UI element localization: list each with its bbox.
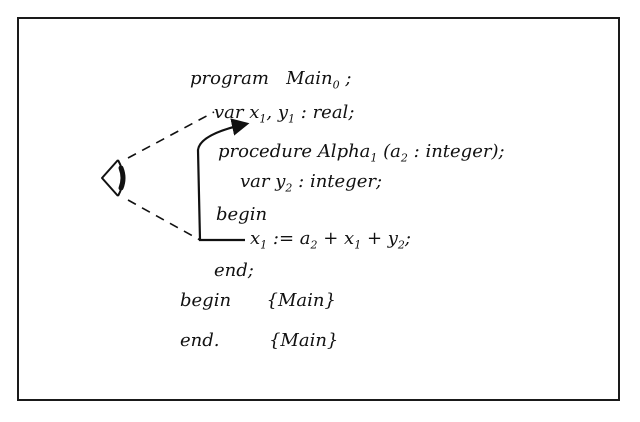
inner-begin-keyword: begin — [216, 204, 268, 225]
inner-begin-line: begin — [216, 206, 267, 224]
var-y: y — [277, 102, 289, 123]
assign-plus-x: + x — [323, 228, 355, 249]
procedure-param-subscript: 2 — [400, 151, 408, 165]
var-y-subscript: 1 — [288, 112, 296, 126]
sight-line-lower — [127, 199, 201, 241]
procedure-param-open: (a — [383, 141, 401, 162]
procedure-param-rest: : integer); — [413, 141, 505, 162]
diagram-frame — [17, 17, 620, 401]
inner-end-line: end; — [214, 262, 254, 280]
procedure-line: procedure Alpha1 (a2 : integer); — [218, 143, 505, 164]
var-keyword: var — [214, 102, 244, 123]
procedure-keyword: procedure — [218, 141, 313, 162]
inner-end-keyword: end; — [214, 260, 254, 281]
assign-op: := a — [272, 228, 311, 249]
main-end-comment: {Main} — [268, 330, 339, 351]
assign-x-subscript: 1 — [354, 238, 362, 252]
main-begin-comment: {Main} — [266, 290, 336, 311]
var-type: : real; — [300, 102, 355, 123]
procedure-name-subscript: 1 — [370, 151, 378, 165]
assign-lhs: x — [250, 228, 261, 249]
program-terminator: ; — [345, 68, 352, 89]
local-var-line: var y2 : integer; — [240, 173, 382, 194]
var-separator: , — [266, 102, 273, 123]
local-var-keyword: var — [240, 171, 270, 192]
main-end-keyword: end. — [180, 330, 220, 351]
program-name: Main — [286, 68, 333, 89]
main-begin-keyword: begin — [180, 290, 232, 311]
program-keyword: program — [190, 68, 269, 89]
main-end-line: end. {Main} — [180, 332, 338, 350]
assign-y-subscript: 2 — [397, 238, 405, 252]
assign-a-subscript: 2 — [310, 238, 318, 252]
local-var-type: : integer; — [298, 171, 383, 192]
var-declaration-line: var x1, y1 : real; — [214, 104, 354, 125]
var-x: x — [249, 102, 260, 123]
local-var-y-subscript: 2 — [285, 181, 293, 195]
program-name-subscript: 0 — [332, 78, 340, 92]
var-x-subscript: 1 — [259, 112, 267, 126]
assign-plus-y: + y — [366, 228, 398, 249]
assignment-line: x1 := a2 + x1 + y2; — [250, 230, 411, 251]
main-begin-line: begin {Main} — [180, 292, 336, 310]
local-var-y: y — [275, 171, 286, 192]
procedure-name: Alpha — [317, 141, 371, 162]
assign-lhs-subscript: 1 — [260, 238, 268, 252]
program-line: program Main0 ; — [190, 70, 351, 91]
sight-line-upper — [127, 111, 215, 159]
eye-icon — [101, 159, 126, 197]
reference-arrow — [196, 118, 250, 242]
assign-terminator: ; — [404, 228, 411, 249]
